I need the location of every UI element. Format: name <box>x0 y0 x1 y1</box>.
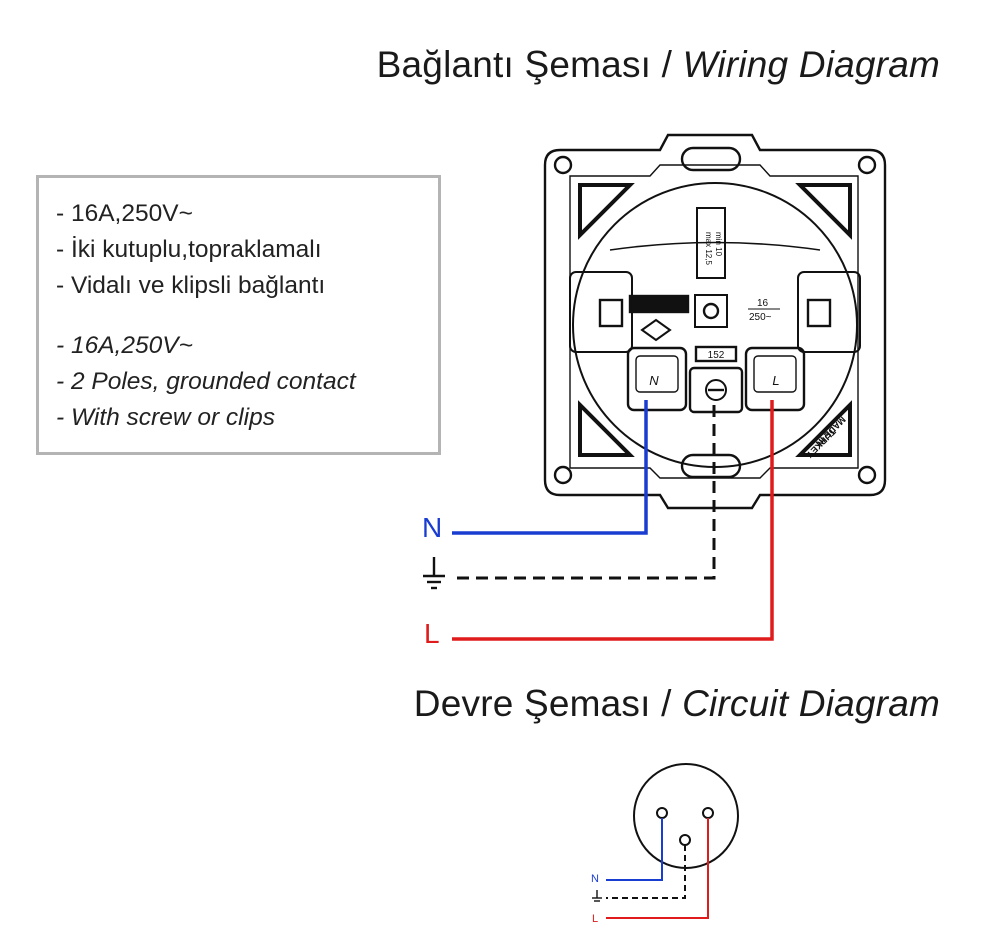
rating-bottom-label: 250~ <box>749 312 772 323</box>
spec-box: - 16A,250V~ - İki kutuplu,topraklamalı -… <box>36 175 441 455</box>
rating-top-label: 16 <box>757 298 769 309</box>
neutral-wire <box>452 400 648 535</box>
circuit-diagram-title: Devre Şeması / Circuit Diagram <box>414 683 940 725</box>
live-wire <box>452 400 774 641</box>
slot-bl <box>578 400 635 457</box>
ground-icon <box>423 557 445 590</box>
neutral-wire-label: N <box>422 512 442 543</box>
circuit-pin-earth <box>679 834 691 846</box>
spec-en-connection: - With screw or clips <box>56 404 275 431</box>
socket-mechanism <box>543 133 887 510</box>
circuit-pin-l <box>702 807 714 819</box>
terminal-earth <box>688 366 744 414</box>
label-152: 152 <box>708 350 725 361</box>
label-152-box <box>694 345 738 363</box>
circuit-title-en: Circuit Diagram <box>682 683 940 724</box>
earth-square <box>694 294 728 328</box>
circuit-live-wire <box>606 818 709 919</box>
circuit-earth-wire <box>606 845 686 899</box>
clip-right-screw <box>806 298 832 328</box>
clip-left-screw <box>598 298 624 328</box>
terminal-l-label: L <box>772 373 779 388</box>
corner-hole-tr <box>857 155 877 175</box>
brand-plate <box>628 294 690 314</box>
spec-tr-poles: - İki kutuplu,topraklamalı <box>56 236 322 263</box>
min-label: min 10 <box>714 232 723 257</box>
socket-inner-frame <box>569 164 859 479</box>
slot-tl <box>578 183 635 240</box>
circuit-socket <box>633 763 739 869</box>
wiring-title-tr: Bağlantı Şeması <box>376 44 652 85</box>
spec-tr-rating: - 16A,250V~ <box>56 200 193 227</box>
spec-en-rating: - 16A,250V~ <box>56 332 193 359</box>
circuit-neutral-label: N <box>591 873 599 885</box>
spec-en-poles: - 2 Poles, grounded contact <box>56 368 356 395</box>
circuit-neutral-wire <box>606 818 663 881</box>
wiring-title-en: Wiring Diagram <box>682 44 940 85</box>
terminal-n <box>626 346 688 412</box>
earth-tab <box>696 207 726 279</box>
socket-body-inner <box>609 241 821 251</box>
circuit-ground-icon <box>592 890 602 902</box>
earth-square-screw <box>702 302 720 320</box>
cert-mark <box>640 318 672 342</box>
clip-right <box>797 271 861 353</box>
terminal-l-inner <box>753 355 797 393</box>
corner-hole-br <box>857 465 877 485</box>
corner-hole-bl <box>553 465 573 485</box>
spec-tr-connection: - Vidalı ve klipsli bağlantı <box>56 272 326 299</box>
slot-tr <box>795 183 852 240</box>
terminal-l <box>744 346 806 412</box>
earth-wire <box>452 405 716 580</box>
circuit-title-sep: / <box>650 683 683 724</box>
wiring-diagram-title: Bağlantı Şeması / Wiring Diagram <box>377 44 940 86</box>
circuit-title-tr: Devre Şeması <box>413 683 651 724</box>
wiring-title-sep: / <box>651 44 683 85</box>
live-wire-label: L <box>424 618 440 649</box>
max-label: max 12,5 <box>704 232 713 265</box>
circuit-live-label: L <box>592 913 598 925</box>
mount-slot-bottom <box>680 453 742 479</box>
terminal-earth-screw <box>705 379 727 401</box>
slot-br <box>795 400 852 457</box>
corner-hole-tl <box>553 155 573 175</box>
mount-slot-top <box>680 146 742 172</box>
circuit-pin-n <box>656 807 668 819</box>
terminal-n-label: N <box>649 373 659 388</box>
circuit-socket-outline <box>633 763 739 869</box>
terminal-n-inner <box>635 355 679 393</box>
socket-frame <box>543 133 887 510</box>
